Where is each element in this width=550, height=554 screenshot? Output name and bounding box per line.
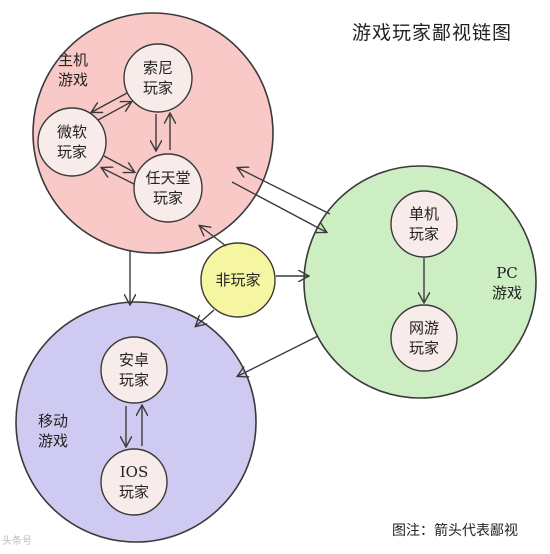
microsoft-player-label-line2: 玩家 [56, 143, 87, 161]
ios-player-label-line1: IOS [119, 463, 149, 481]
nintendo-player-label-line1: 任天堂 [145, 169, 191, 187]
pc-group-label-line1: PC [496, 264, 518, 282]
console-group-circle [32, 12, 274, 254]
ios-player-label-line2: 玩家 [118, 483, 149, 501]
pc-group-circle [303, 165, 537, 399]
sony-player-label: 索尼 玩家 [128, 58, 188, 98]
arrow-microsoft-to-sony [97, 102, 131, 121]
online-player-label-line1: 网游 [408, 319, 439, 337]
nintendo-player-label: 任天堂 玩家 [133, 168, 203, 208]
nintendo-player-label-line2: 玩家 [152, 189, 183, 207]
console-group-label-line2: 游戏 [57, 71, 88, 89]
mobile-group-label: 移动 游戏 [28, 411, 78, 451]
standalone-player-label-line1: 单机 [408, 205, 439, 223]
online-player-node [390, 304, 458, 372]
mobile-group-circle [15, 301, 257, 543]
microsoft-player-label-line1: 微软 [56, 123, 87, 141]
nintendo-player-node [133, 153, 203, 223]
legend-note: 图注：箭头代表鄙视 [392, 523, 518, 539]
sony-player-label-line1: 索尼 [142, 59, 173, 77]
arrow-pc-to-console [238, 168, 331, 215]
microsoft-player-label: 微软 玩家 [42, 122, 102, 162]
mobile-group-label-line1: 移动 [37, 412, 68, 430]
online-player-label: 网游 玩家 [394, 318, 454, 358]
pc-group-label-line2: 游戏 [491, 284, 522, 302]
sony-player-node [123, 43, 193, 113]
arrow-pc-to-mobile [238, 335, 319, 376]
non-player-node [200, 242, 276, 318]
ios-player-node [100, 448, 168, 516]
microsoft-player-node [37, 107, 107, 177]
arrow-nonplayer-to-mobile [196, 309, 215, 326]
non-player-label-line1: 非玩家 [215, 271, 261, 289]
console-group-label-line1: 主机 [57, 51, 88, 69]
standalone-player-label-line2: 玩家 [408, 225, 439, 243]
android-player-label-line2: 玩家 [118, 371, 149, 389]
sony-player-label-line2: 玩家 [142, 79, 173, 97]
android-player-label: 安卓 玩家 [104, 350, 164, 390]
diagram-title: 游戏玩家鄙视链图 [352, 22, 513, 44]
arrow-microsoft-to-nintendo [103, 155, 134, 172]
arrow-console-to-pc [231, 181, 326, 232]
arrow-sony-to-microsoft [92, 92, 128, 112]
watermark: 头条号 [2, 536, 32, 547]
online-player-label-line2: 玩家 [408, 339, 439, 357]
android-player-label-line1: 安卓 [118, 351, 149, 369]
standalone-player-label: 单机 玩家 [394, 204, 454, 244]
console-group-label: 主机 游戏 [48, 50, 98, 90]
arrow-nintendo-to-microsoft [102, 168, 135, 185]
pc-group-label: PC 游戏 [482, 263, 532, 303]
standalone-player-node [390, 190, 458, 258]
arrow-nonplayer-to-console [200, 226, 227, 247]
non-player-label: 非玩家 [203, 270, 273, 290]
android-player-node [100, 336, 168, 404]
mobile-group-label-line2: 游戏 [37, 432, 68, 450]
ios-player-label: IOS 玩家 [104, 462, 164, 502]
